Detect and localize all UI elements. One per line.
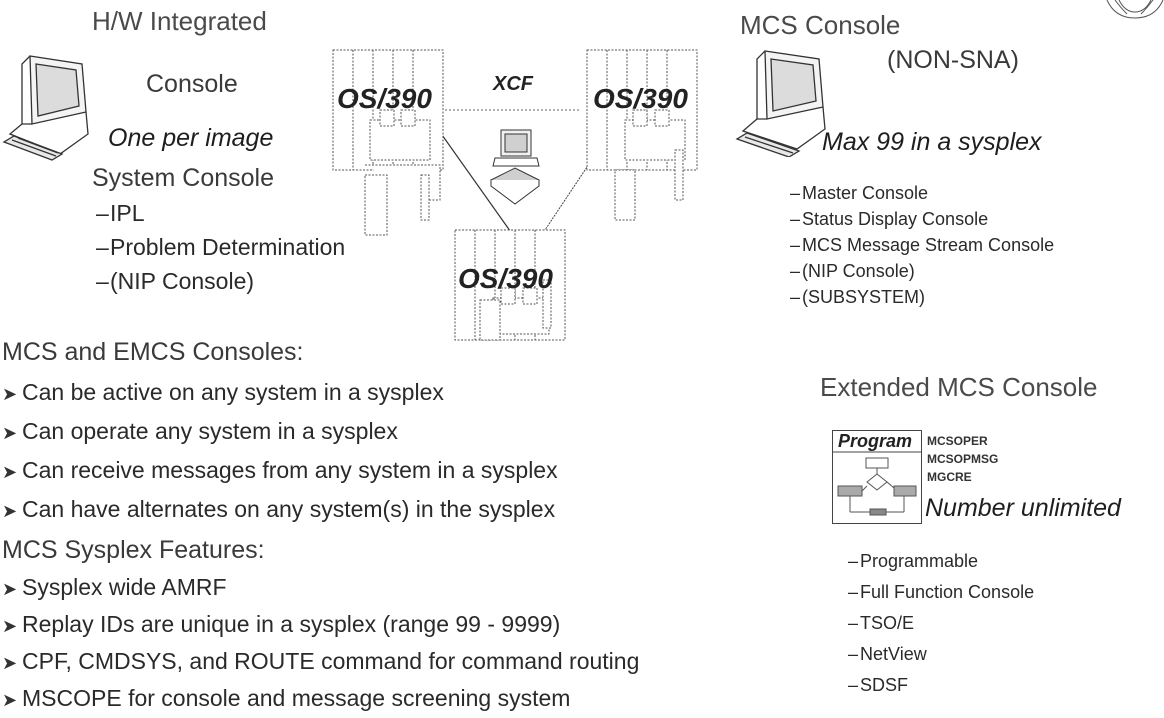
list-item: ➤MSCOPE for console and message screenin… [2,681,639,718]
arrow-bullet-icon: ➤ [2,501,18,521]
list-item: –Master Console [790,183,929,203]
emcs-heading: MCS and EMCS Consoles: [2,338,304,366]
list-item: ➤Can operate any system in a sysplex [2,413,558,452]
extended-console-note: Number unlimited [925,494,1121,522]
xcf-terminal-icon [490,129,540,205]
arrow-bullet-icon: ➤ [2,462,18,482]
arrow-bullet-icon: ➤ [2,579,18,599]
list-item: ➤Can have alternates on any system(s) in… [2,491,558,530]
arrow-bullet-icon: ➤ [2,384,18,404]
list-item: –Full Function Console [848,582,1035,602]
program-flowchart: Program [832,430,922,524]
mcs-console-list: –Master Console –Status Display Console … [790,180,1054,310]
hw-console-title: H/W Integrated [92,6,267,36]
os390-label-bottom: OS/390 [458,263,553,294]
macro-mcsopmsg: MCSOPMSG [927,452,999,466]
list-item: –IPL [96,200,145,226]
list-item: ➤Can receive messages from any system in… [2,452,558,491]
list-item: –Status Display Console [790,209,989,229]
extended-console-list: –Programmable –Full Function Console –TS… [848,546,1034,701]
list-item: –MCS Message Stream Console [790,235,1055,255]
list-item: –SDSF [848,675,909,695]
mainframe-icon-bottom [454,229,566,341]
arrow-bullet-icon: ➤ [2,616,18,636]
mainframe-icon-top-right [586,49,698,221]
list-item: ➤Replay IDs are unique in a sysplex (ran… [2,607,639,644]
os390-label-top-right: OS/390 [593,83,688,114]
extended-console-title: Extended MCS Console [820,372,1098,402]
list-item: –(SUBSYSTEM) [790,287,926,307]
mcs-console-title: MCS Console [740,10,901,40]
list-item: –(NIP Console) [790,261,915,281]
system-console-label: System Console [92,164,275,192]
globe-logo-icon [1106,0,1164,19]
xcf-label: XCF [492,73,534,95]
mcs-console-subtitle: (NON-SNA) [887,46,1019,74]
hw-terminal-icon [2,55,89,161]
list-item: ➤Sysplex wide AMRF [2,570,639,607]
program-flowchart-icon [832,430,922,524]
arrow-bullet-icon: ➤ [2,423,18,443]
mainframe-icon-top-left [332,49,444,236]
mcs-console-note: Max 99 in a sysplex [822,128,1042,156]
sysplex-diagram: OS/390 XCF OS/390 OS/390 [332,49,698,341]
program-label: Program [838,431,913,451]
hw-console-list: –IPL –Problem Determination –(NIP Consol… [96,196,345,298]
hw-console-label: Console [146,70,238,98]
list-item: –Problem Determination [96,234,346,260]
link-line-left [434,124,521,246]
arrow-bullet-icon: ➤ [2,653,18,673]
os390-label-top-left: OS/390 [337,83,432,114]
hw-console-note: One per image [108,124,274,152]
macro-list: MCSOPER MCSOPMSG MGCRE [927,432,998,486]
macro-mgcre: MGCRE [927,470,972,484]
features-list: ➤Sysplex wide AMRF ➤Replay IDs are uniqu… [2,570,639,718]
features-heading: MCS Sysplex Features: [2,536,265,564]
mcs-terminal-icon [735,50,826,157]
emcs-list: ➤Can be active on any system in a sysple… [2,374,558,530]
list-item: –NetView [848,644,927,664]
arrow-bullet-icon: ➤ [2,690,18,710]
macro-mcsoper: MCSOPER [927,434,988,448]
list-item: ➤CPF, CMDSYS, and ROUTE command for comm… [2,644,639,681]
list-item: –TSO/E [848,613,915,633]
list-item: –Programmable [848,551,979,571]
list-item: ➤Can be active on any system in a sysple… [2,374,558,413]
list-item: –(NIP Console) [96,268,255,294]
